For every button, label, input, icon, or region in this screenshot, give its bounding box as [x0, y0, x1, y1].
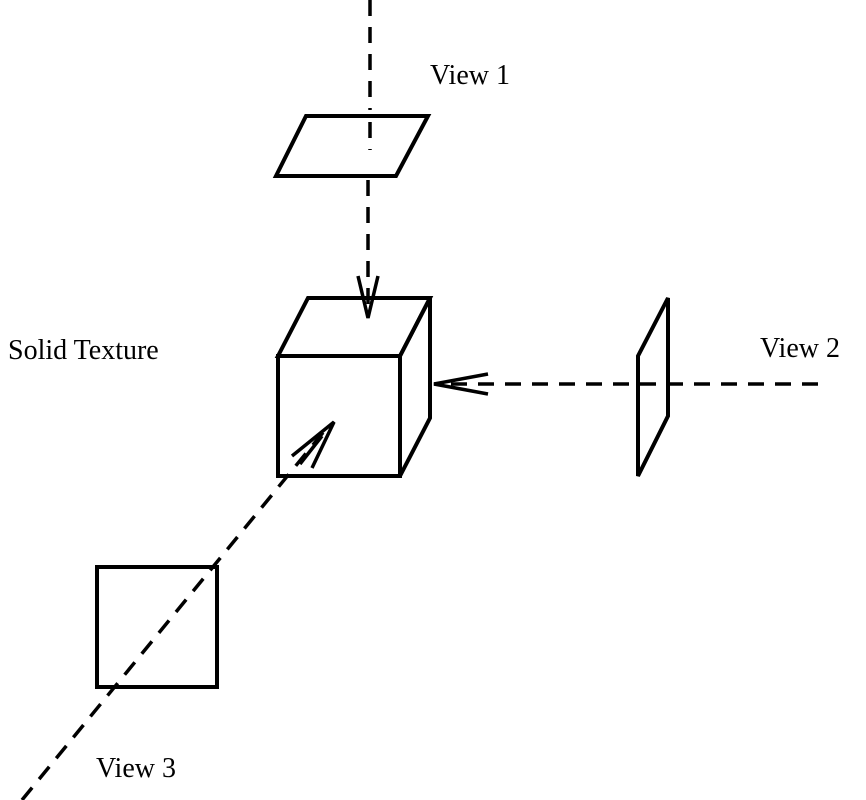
cube-top-face [274, 296, 434, 358]
cube-front-face [276, 354, 402, 478]
view2-label: View 2 [760, 333, 840, 364]
view1-arrowhead [356, 275, 380, 319]
cube-side-face [398, 297, 432, 477]
view3-arrowhead-outer [290, 420, 336, 469]
view2-plane [636, 297, 670, 477]
view3-label: View 3 [96, 753, 176, 784]
view3-arrowhead-inner [298, 434, 324, 466]
solid-texture-label: Solid Texture [8, 335, 159, 366]
view1-label: View 1 [430, 60, 510, 91]
view1-plane [272, 114, 432, 178]
view2-arrowhead [433, 372, 489, 396]
view3-ray [20, 422, 332, 800]
view3-plane [95, 565, 219, 689]
